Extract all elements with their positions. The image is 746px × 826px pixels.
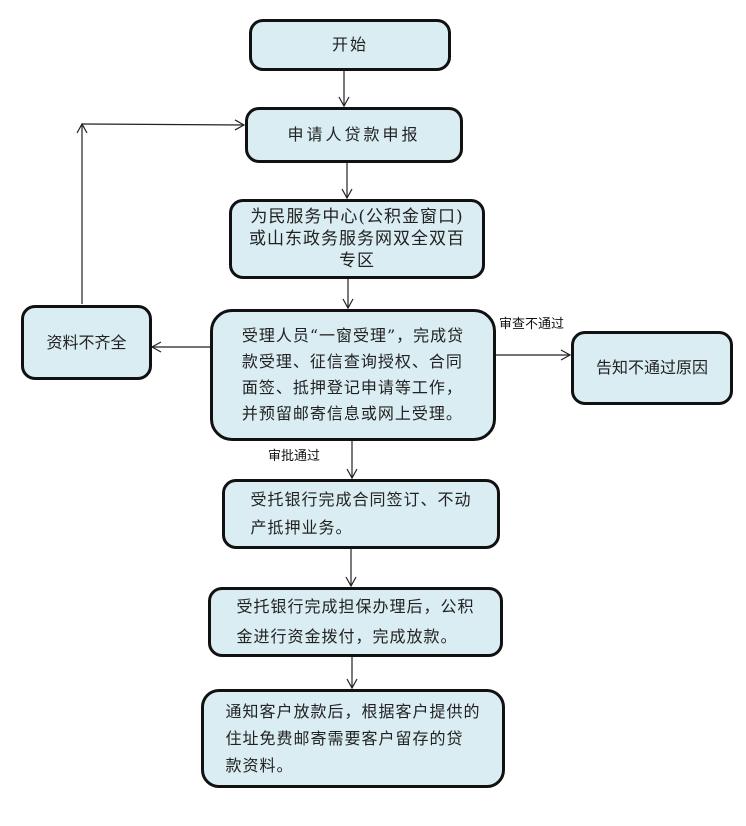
review-failed-label: 审查不通过 <box>499 317 565 332</box>
incomplete-docs-text: 资料不齐全 <box>46 332 127 352</box>
reject-reason-node: 告知不通过原因 <box>571 331 733 405</box>
disbursement-node: 受托银行完成担保办理后，公积 金进行资金拨付，完成放款。 <box>208 587 503 657</box>
disbursement-line-1: 受托银行完成担保办理后，公积 <box>236 597 475 616</box>
notify-customer-node: 通知客户放款后，根据客户提供的 住址免费邮寄需要客户留存的贷 款资料。 <box>201 689 505 788</box>
reject-reason-text: 告知不通过原因 <box>595 358 708 377</box>
disbursement-line-2: 金进行资金拨付，完成放款。 <box>236 627 458 646</box>
incomplete-docs-node: 资料不齐全 <box>21 305 152 380</box>
acceptance-node: 受理人员“一窗受理”，完成贷 款受理、征信查询授权、合同 面签、抵押登记申请等工… <box>210 309 496 441</box>
bank-contract-node: 受托银行完成合同签订、不动 产抵押业务。 <box>222 479 500 549</box>
apply-node-text: 申请人贷款申报 <box>287 125 421 144</box>
acceptance-line-2: 款受理、征信查询授权、合同 <box>241 352 463 371</box>
apply-node: 申请人贷款申报 <box>245 107 463 163</box>
notify-line-2: 住址免费邮寄需要客户留存的贷 <box>225 729 464 748</box>
acceptance-line-4: 并预留邮寄信息或网上受理。 <box>241 404 463 423</box>
start-node-text: 开始 <box>331 35 368 54</box>
notify-line-1: 通知客户放款后，根据客户提供的 <box>225 702 481 721</box>
bank-contract-line-1: 受托银行完成合同签订、不动 <box>250 490 472 509</box>
start-node: 开始 <box>249 19 451 71</box>
approved-label: 审批通过 <box>268 449 321 464</box>
service-center-node: 为民服务中心(公积金窗口)或山东政务服务网双全双百专区 <box>229 199 485 279</box>
arrow-loop-to-apply <box>81 119 246 131</box>
acceptance-line-1: 受理人员“一窗受理”，完成贷 <box>241 326 465 345</box>
acceptance-line-3: 面签、抵押登记申请等工作， <box>241 378 463 397</box>
notify-line-3: 款资料。 <box>225 756 294 775</box>
service-center-text: 为民服务中心(公积金窗口)或山东政务服务网双全双百专区 <box>249 207 465 271</box>
bank-contract-line-2: 产抵押业务。 <box>250 518 353 537</box>
